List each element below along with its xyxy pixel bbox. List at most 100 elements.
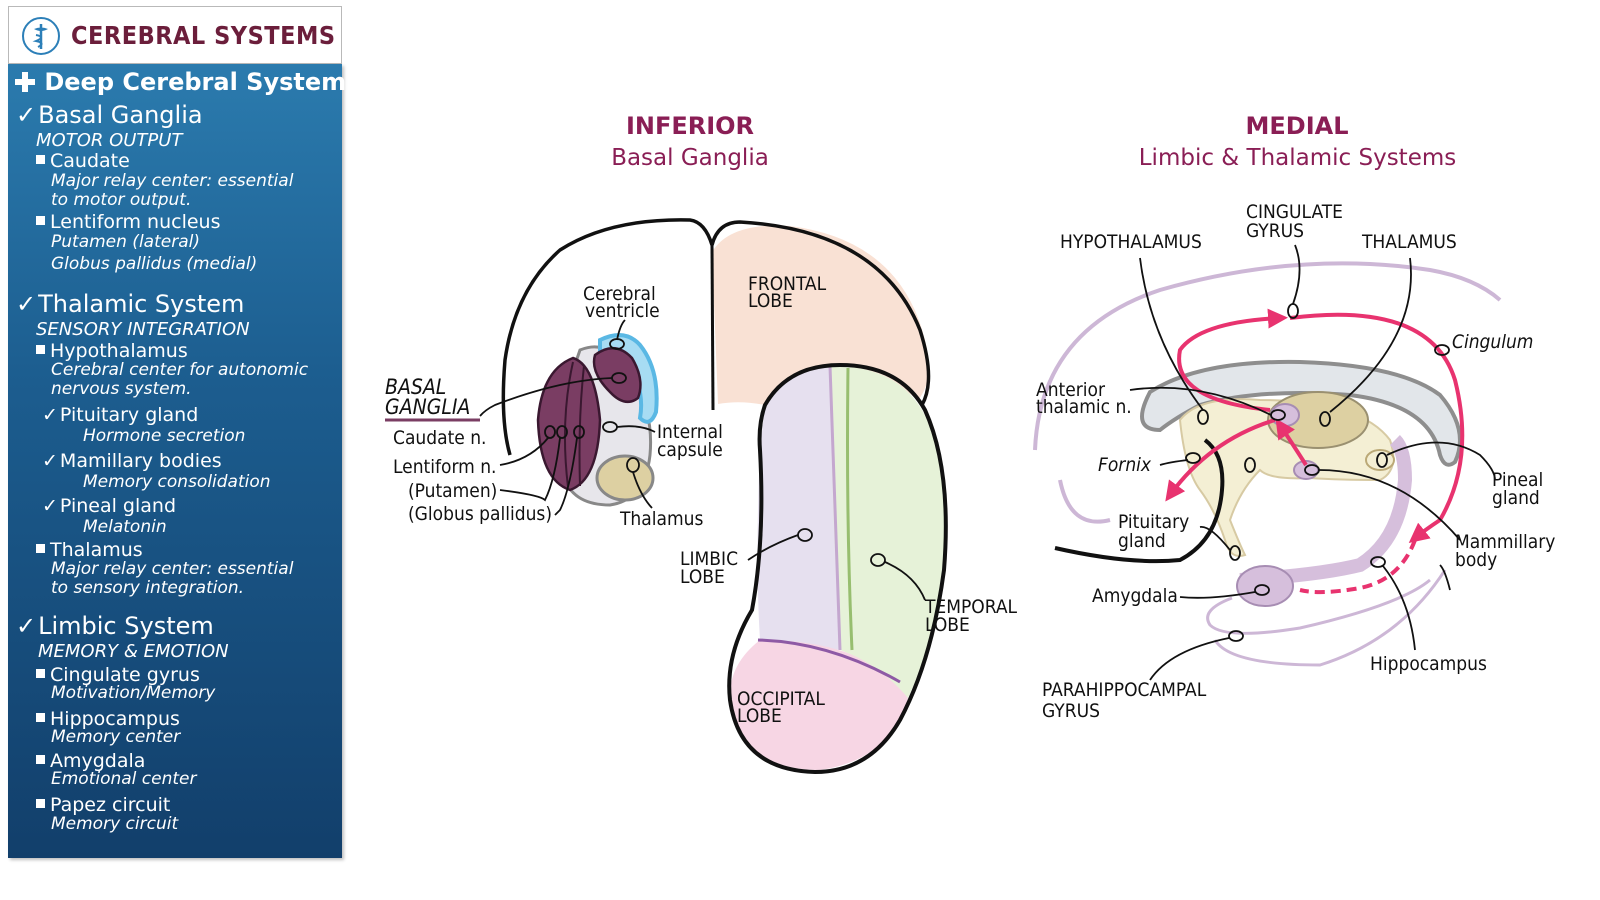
label-pituitary-gland: Pituitary — [1118, 511, 1189, 533]
label-occipital-lobe: LOBE — [737, 705, 782, 727]
item-desc: Hormone secretion — [83, 426, 246, 446]
cerebrum-outline-right — [710, 220, 931, 406]
label-pineal-gland: Pineal — [1492, 469, 1543, 491]
label-temporal-lobe: TEMPORAL — [924, 596, 1018, 618]
occipital-lobe — [729, 640, 908, 770]
medial-subtitle: Limbic & Thalamic Systems — [1138, 145, 1457, 171]
label-hippocampus: Hippocampus — [1370, 653, 1487, 675]
label-cerebral-ventricle: ventricle — [585, 300, 660, 322]
limbic-lobe — [757, 366, 852, 650]
label-frontal-lobe: LOBE — [748, 290, 793, 312]
longitudinal-fissure — [710, 244, 715, 411]
item-label: Pineal gland — [59, 495, 177, 517]
item-desc: to motor output. — [51, 190, 192, 210]
occipital-border — [757, 638, 901, 684]
section-subheading: MOTOR OUTPUT — [36, 130, 183, 151]
temporal-occipital-outline — [727, 362, 948, 775]
thalamus-shape — [595, 454, 655, 502]
bullet-icon — [36, 544, 45, 553]
label-basal-ganglia: GANGLIA — [385, 395, 470, 419]
label-globus-pallidus: (Globus pallidus) — [408, 503, 552, 525]
cingulate-gyrus — [1033, 261, 1502, 451]
label-basal-ganglia: BASAL — [385, 375, 446, 399]
check-icon: ✓ — [42, 495, 58, 517]
inferior-labels: Cerebral ventricle BASAL GANGLIA Caudate… — [385, 273, 1018, 727]
cingulate-gyrus-lower — [1058, 479, 1111, 524]
lentiform-divider — [563, 361, 574, 488]
label-mammillary-body: Mammillary — [1455, 531, 1555, 553]
item-desc: Memory center — [51, 727, 181, 747]
lentiform-nucleus — [536, 356, 602, 492]
item-label: Thalamus — [50, 539, 143, 561]
hippocampus-shape — [1239, 435, 1413, 587]
label-thalamus: THALAMUS — [1361, 231, 1457, 253]
section-basal-ganglia: ✓Basal Ganglia — [16, 101, 203, 129]
bullet-icon — [36, 669, 45, 678]
brainstem-outline — [1054, 438, 1225, 564]
list-item: Lentiform nucleus — [36, 211, 221, 233]
label-temporal-lobe: LOBE — [925, 614, 970, 636]
caudate-nucleus — [592, 347, 642, 404]
label-mammillary-body: body — [1455, 549, 1497, 571]
label-anterior-thalamic: Anterior — [1036, 379, 1106, 401]
item-label: Cingulate gyrus — [50, 664, 200, 686]
list-item: Hippocampus — [36, 708, 180, 730]
item-desc: Melatonin — [83, 517, 167, 537]
section-heading: Deep Cerebral Systems — [44, 68, 361, 96]
bullet-icon — [36, 799, 45, 808]
label-caudate: Caudate n. — [393, 427, 487, 449]
medial-labels: CINGULATE GYRUS HYPOTHALAMUS THALAMUS Ci… — [1036, 201, 1555, 722]
parahippocampal-gyrus — [1206, 578, 1431, 635]
section-thalamic-system: ✓Thalamic System — [16, 290, 244, 318]
list-item: Cingulate gyrus — [36, 664, 200, 686]
item-label: Pituitary gland — [59, 404, 199, 426]
label-cingulum: Cingulum — [1452, 331, 1533, 353]
medial-title: MEDIAL — [1245, 112, 1349, 140]
section-heading: Limbic System — [38, 612, 214, 640]
caduceus-icon — [22, 17, 60, 55]
label-frontal-lobe: FRONTAL — [748, 273, 827, 295]
list-item: Thalamus — [36, 539, 143, 561]
item-desc: Motivation/Memory — [51, 683, 216, 703]
inferior-subtitle: Basal Ganglia — [611, 145, 769, 171]
item-label: Hippocampus — [50, 708, 180, 730]
item-desc: Emotional center — [51, 769, 197, 789]
list-item: Amygdala — [36, 750, 145, 772]
section-deep-cerebral: Deep Cerebral Systems — [14, 68, 360, 96]
item-desc: Globus pallidus (medial) — [51, 254, 258, 274]
app-header: CEREBRAL SYSTEMS — [8, 6, 342, 64]
list-item: Papez circuit — [36, 794, 170, 816]
limbic-border — [828, 365, 842, 651]
label-cingulate-gyrus: CINGULATE — [1246, 201, 1343, 223]
item-desc: Cerebral center for autonomic — [51, 360, 309, 380]
item-label: Hypothalamus — [50, 340, 188, 362]
check-icon: ✓ — [16, 290, 37, 318]
parahippocampal-gyrus-outer — [1213, 569, 1447, 667]
bullet-icon — [36, 216, 45, 225]
section-heading: Thalamic System — [38, 290, 245, 318]
inferior-title: INFERIOR — [625, 112, 755, 140]
bullet-icon — [36, 755, 45, 764]
label-parahippocampal-gyrus: GYRUS — [1042, 700, 1100, 722]
leader-lines — [385, 319, 926, 601]
label-lentiform: Lentiform n. — [393, 456, 497, 478]
item-label: Amygdala — [50, 750, 146, 772]
bullet-icon — [36, 345, 45, 354]
temporal-lobe — [830, 365, 945, 698]
list-item: ✓Pituitary gland — [42, 404, 198, 426]
section-limbic-system: ✓Limbic System — [16, 612, 214, 640]
bullet-icon — [36, 713, 45, 722]
plus-icon — [15, 72, 35, 92]
item-desc: Major relay center: essential — [51, 559, 294, 579]
item-desc: Memory consolidation — [83, 472, 271, 492]
item-label: Papez circuit — [50, 794, 171, 816]
item-label: Mamillary bodies — [59, 450, 222, 472]
check-icon: ✓ — [42, 450, 58, 472]
section-subheading: SENSORY INTEGRATION — [36, 319, 250, 340]
list-item: Caudate — [36, 150, 130, 172]
item-desc: Memory circuit — [51, 814, 179, 834]
item-label: Lentiform nucleus — [50, 211, 221, 233]
check-icon: ✓ — [16, 612, 37, 640]
label-thalamus: Thalamus — [619, 508, 703, 530]
medial-diagram: CINGULATE GYRUS HYPOTHALAMUS THALAMUS Ci… — [1033, 201, 1555, 722]
